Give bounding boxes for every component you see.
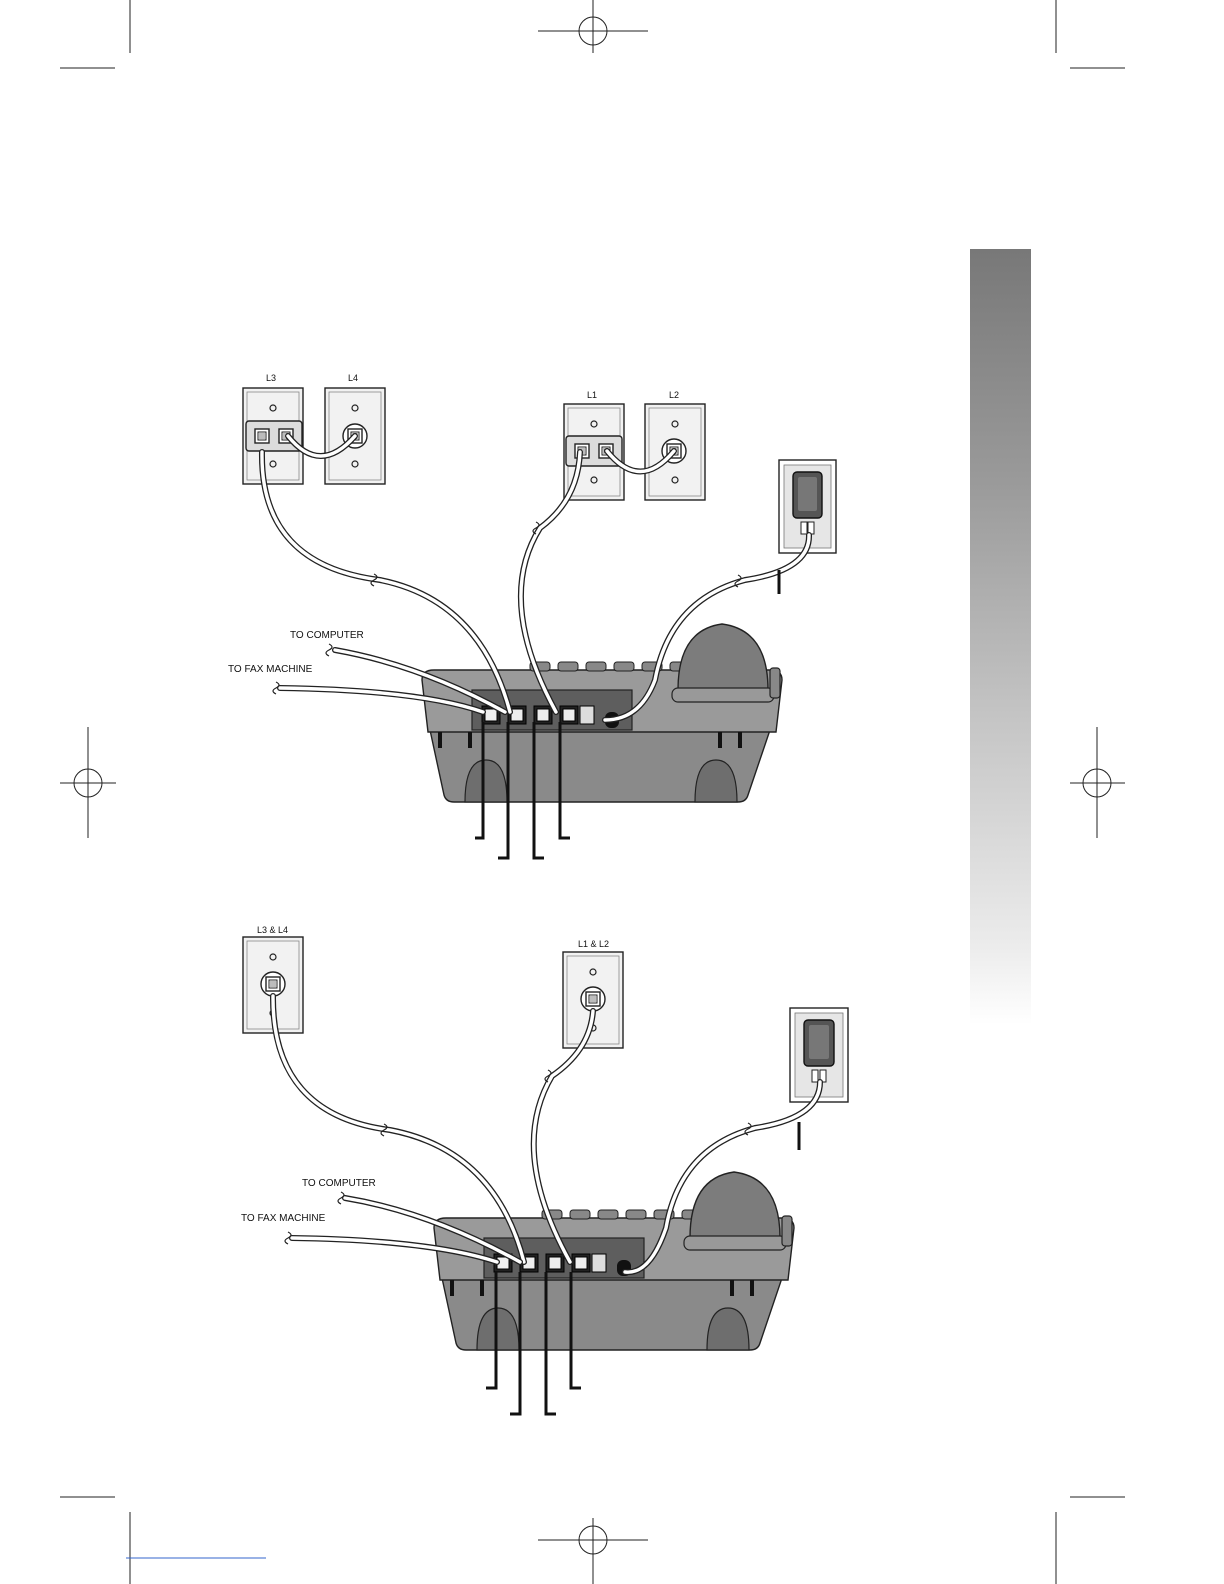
power-port xyxy=(592,1254,606,1272)
power-adapter-icon xyxy=(804,1020,834,1066)
round-jack xyxy=(581,987,605,1011)
jack-label-l1-l2: L1 & L2 xyxy=(578,938,609,950)
jack-label-l3-l4: L3 & L4 xyxy=(257,924,288,936)
jack-label-l1: L1 xyxy=(587,389,597,401)
phone-jack-socket xyxy=(266,977,280,991)
to-computer-label: TO COMPUTER xyxy=(290,630,364,642)
jack-label-l3: L3 xyxy=(266,372,276,384)
to-fax-label: TO FAX MACHINE xyxy=(241,1213,325,1225)
round-jack xyxy=(261,972,285,996)
jack-label-l4: L4 xyxy=(348,372,358,384)
to-computer-label: TO COMPUTER xyxy=(302,1178,376,1190)
phone-jack-socket xyxy=(586,992,600,1006)
phone-line-port xyxy=(546,1254,564,1272)
phone-line-port xyxy=(572,1254,590,1272)
jack-label-l2: L2 xyxy=(669,389,679,401)
handset xyxy=(684,1172,792,1250)
to-fax-label: TO FAX MACHINE xyxy=(228,664,312,676)
